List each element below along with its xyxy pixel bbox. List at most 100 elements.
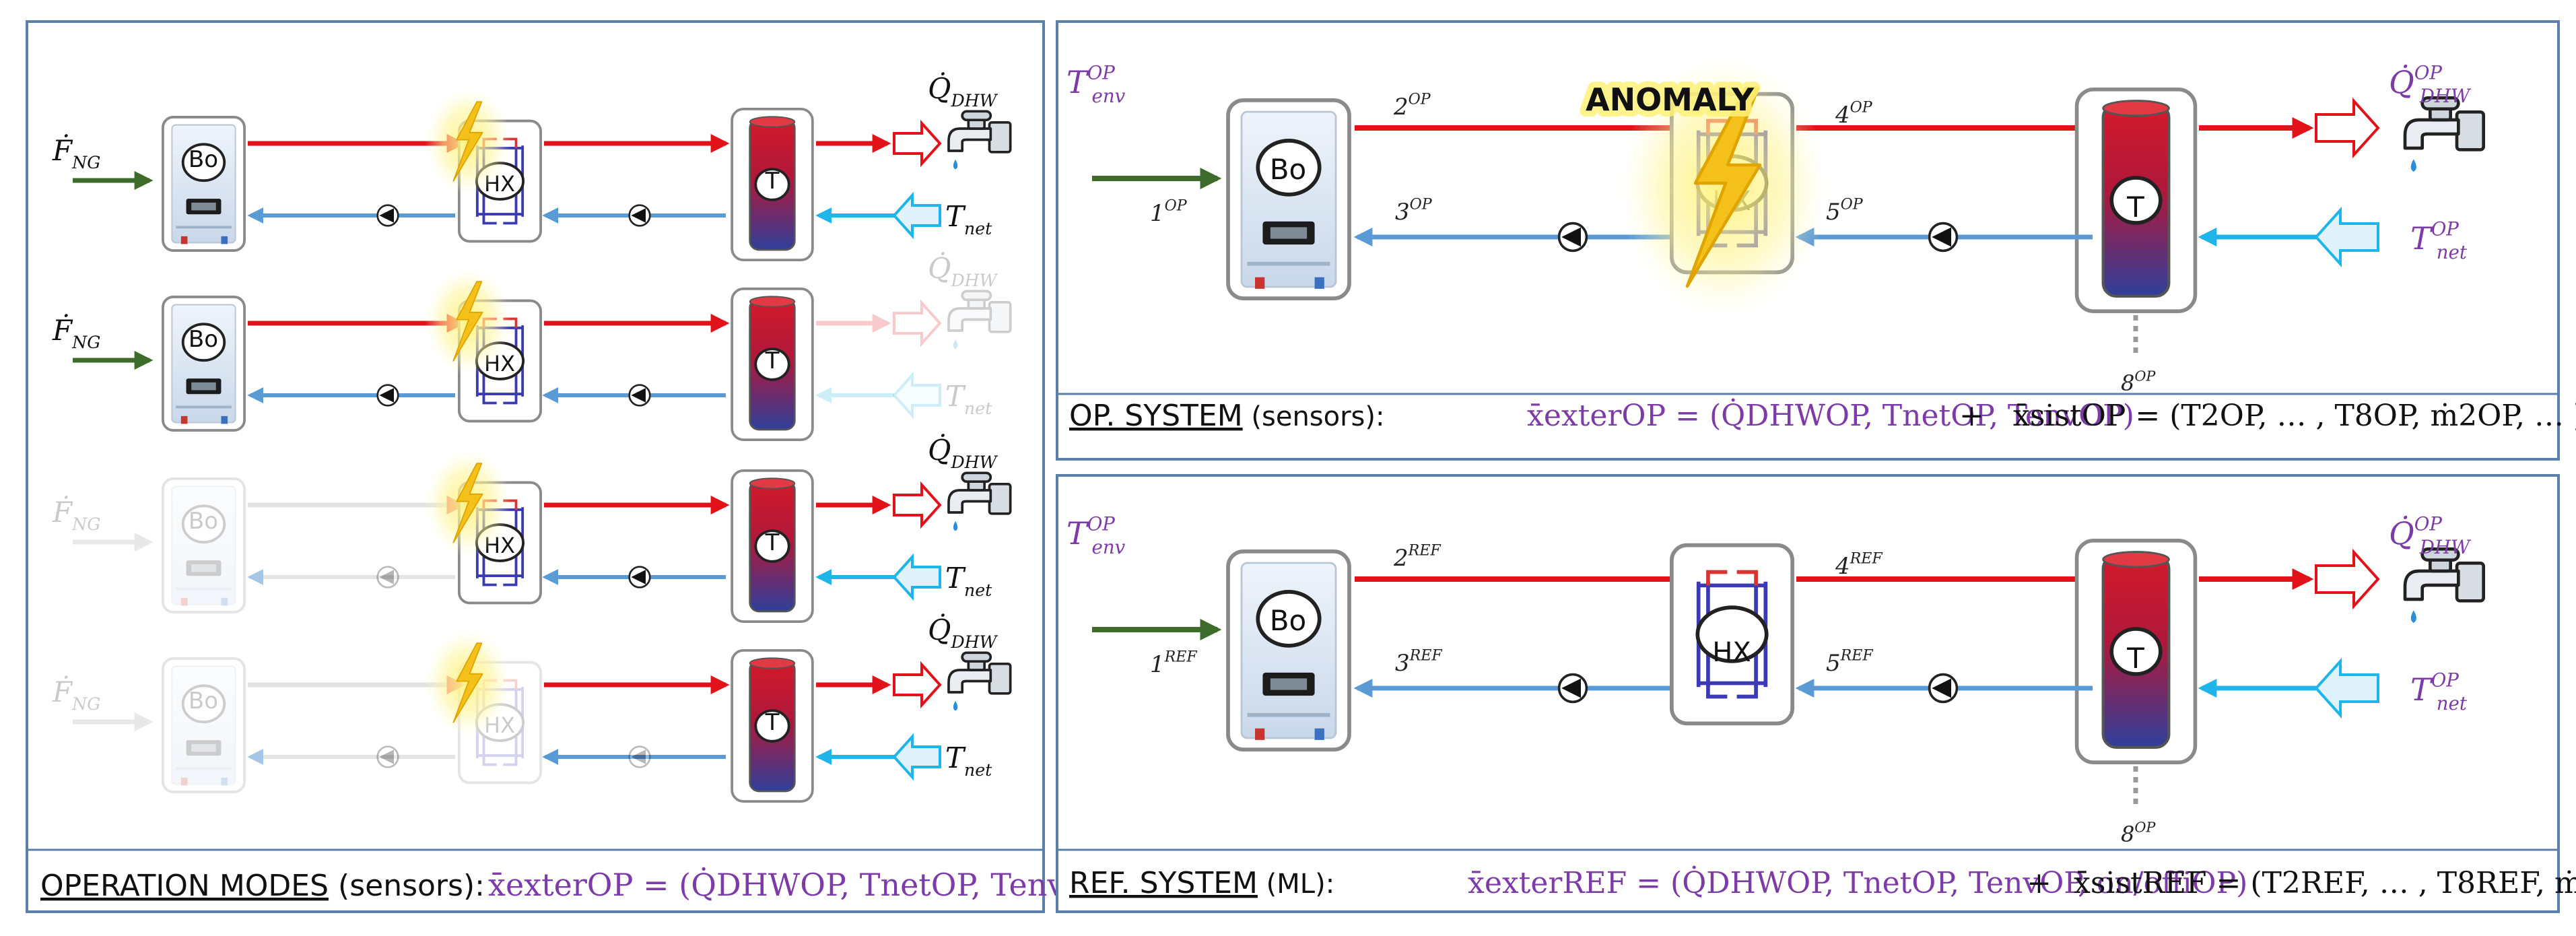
boiler-label: Bo (189, 146, 218, 173)
op-system-title: OP. SYSTEM (sensors): (1069, 399, 1384, 433)
dhw-demand-label: Q̇DHW (928, 251, 998, 290)
external-variables-formula: x̄exterREF = (Q̇DHWOP, TnetOP, TenvOP, o… (1468, 865, 2247, 900)
svg-text:Q̇DHW: Q̇DHW (928, 71, 998, 110)
dhw-outlet-arrow (2315, 97, 2380, 159)
pump-icon (376, 745, 399, 768)
network-inlet-arrow (892, 553, 941, 601)
stream-label-4: 4OP (1835, 99, 1873, 129)
boiler-icon (1228, 551, 1349, 749)
dhw-outlet-arrow (893, 119, 942, 168)
stream-label-3: 3REF (1395, 647, 1442, 677)
svg-text:Q̇DHW: Q̇DHW (928, 613, 998, 651)
network-inlet-arrow (2314, 657, 2379, 719)
tank-label: T (2126, 642, 2144, 675)
boiler-label: Bo (189, 508, 218, 535)
network-temp-label: Tnet (945, 200, 992, 238)
plus-sign: + (1959, 399, 1984, 433)
stream-label-2: 2OP (1393, 91, 1431, 121)
dhw-demand-label: Q̇DHW (928, 433, 998, 471)
dhw-outlet-arrow (893, 299, 942, 347)
stream-label-2: 2REF (1393, 542, 1441, 572)
tank-label: T (765, 347, 780, 374)
network-inlet-arrow (2314, 206, 2379, 268)
tank-label: T (765, 529, 780, 556)
svg-text:Tnet: Tnet (945, 562, 992, 600)
heat-exchanger-label: HX (1712, 637, 1751, 668)
boiler-label: Bo (1270, 153, 1307, 186)
fuel-input-label: ḞNG (52, 495, 100, 534)
tank-label: T (765, 709, 780, 736)
stream-label-5: 5OP (1826, 196, 1864, 226)
heat-exchanger-icon (1672, 545, 1792, 724)
plus-sign: + (2027, 866, 2052, 900)
dhw-outlet-arrow (893, 481, 942, 529)
fuel-input-label: ḞNG (52, 313, 100, 352)
anomaly-bolt (425, 629, 511, 737)
boiler-label: Bo (1270, 604, 1307, 637)
pump-icon (1557, 673, 1588, 704)
network-inlet-arrow (892, 371, 941, 420)
network-temp-label: Tnet (945, 380, 992, 418)
boiler-icon (1228, 100, 1349, 298)
system-variables-formula: x̄sistREF = (T2REF, … , T8REF, ṁ2REF, … … (2074, 866, 2576, 900)
network-inlet-arrow (892, 733, 941, 781)
stream-label-3: 3OP (1395, 196, 1433, 226)
pump-icon (628, 204, 651, 227)
boiler-icon (162, 295, 246, 432)
tank-label: T (765, 168, 780, 195)
anomaly-label: ANOMALY (1586, 81, 1755, 118)
svg-text:Tnet: Tnet (945, 380, 992, 418)
network-temp-label: Tnet (945, 562, 992, 600)
stream-label-8: 8OP (2121, 820, 2156, 847)
boiler-icon (162, 657, 246, 794)
pump-icon (628, 384, 651, 407)
pump-icon (376, 204, 399, 227)
pump-icon (1928, 673, 1959, 704)
external-variables-formula: x̄exterOP = (Q̇DHWOP, TnetOP, TenvOP) (1527, 397, 2134, 433)
stream-label-4: 4REF (1835, 550, 1883, 580)
pump-icon (376, 384, 399, 407)
network-temp-label: Tnet (945, 741, 992, 780)
ref-system-title: REF. SYSTEM (ML): (1069, 866, 1334, 900)
tank-label: T (2126, 191, 2144, 224)
dhw-demand-label: Q̇DHW (928, 613, 998, 651)
fuel-input-label: ḞNG (52, 675, 100, 714)
network-inlet-arrow (892, 191, 941, 240)
anomaly-bolt (425, 449, 511, 557)
dhw-outlet-arrow (2315, 548, 2380, 610)
svg-text:ḞNG: ḞNG (52, 675, 100, 714)
svg-text:Q̇DHW: Q̇DHW (928, 433, 998, 471)
boiler-icon (162, 115, 246, 253)
svg-text:ḞNG: ḞNG (52, 133, 100, 172)
pump-icon (628, 745, 651, 768)
stream-label-1: 1OP (1150, 197, 1188, 227)
boiler-label: Bo (189, 688, 218, 714)
anomaly-bolt (425, 88, 511, 195)
svg-text:Q̇DHW: Q̇DHW (928, 251, 998, 290)
stream-label-5: 5REF (1826, 647, 1873, 677)
operation-modes-title: OPERATION MODES (sensors): (40, 869, 485, 903)
svg-text:Tnet: Tnet (945, 741, 992, 780)
stream-label-1: 1REF (1150, 648, 1197, 678)
boiler-icon (162, 477, 246, 614)
stream-label-8: 8OP (2121, 368, 2156, 396)
pump-icon (1928, 222, 1959, 253)
system-variables-formula: x̄sistOP = (T2OP, … , T8OP, ṁ2OP, … ) (2013, 399, 2576, 433)
